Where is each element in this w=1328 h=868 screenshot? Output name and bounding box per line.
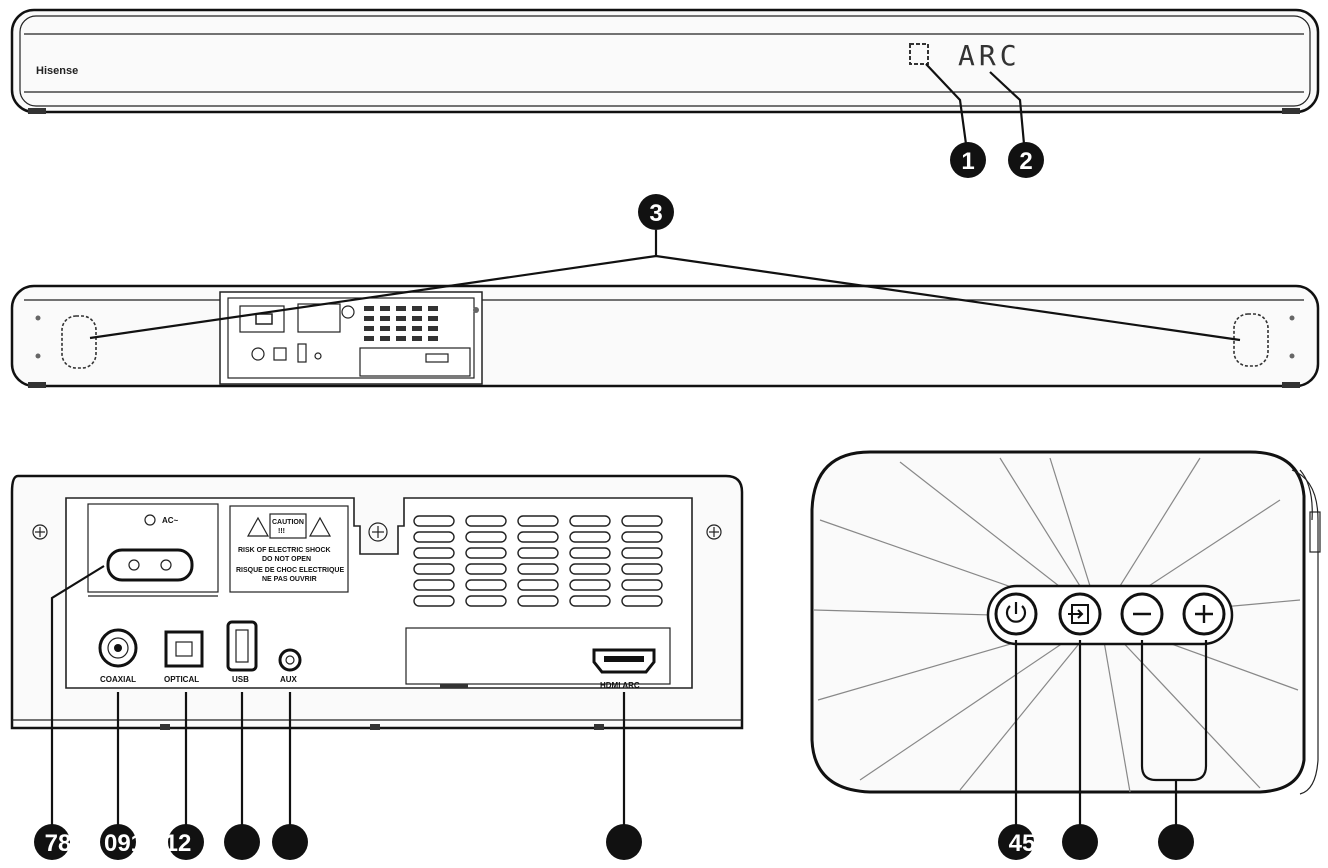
svg-text:78: 78: [45, 830, 72, 857]
connector-panel-mini: [219, 291, 483, 385]
plus-icon: [1195, 605, 1213, 623]
wall-mount-slot-right: [1233, 313, 1269, 367]
soundbar-front-view: Hisense ARC: [10, 8, 1320, 145]
volume-up-button[interactable]: [1182, 592, 1226, 636]
hdmi-arc-port[interactable]: [592, 648, 656, 674]
power-button[interactable]: [994, 592, 1038, 636]
callout-12: 12: [165, 824, 204, 860]
optical-label: OPTICAL: [164, 675, 199, 684]
svg-text:RISK OF ELECTRIC SHOCK: RISK OF ELECTRIC SHOCK: [238, 547, 331, 554]
callout-1: 1: [950, 142, 986, 178]
side-control-panel: [810, 450, 1321, 826]
usb-port[interactable]: [226, 620, 258, 672]
aux-label: AUX: [280, 675, 298, 684]
svg-text:2: 2: [1019, 148, 1032, 175]
ac-power-inlet[interactable]: [106, 548, 194, 582]
callout-091: 091: [100, 824, 144, 860]
svg-text:3: 3: [649, 200, 662, 227]
callout-78: 78: [34, 824, 71, 860]
input-source-button[interactable]: [1058, 592, 1102, 636]
input-source-icon: [1068, 604, 1089, 624]
aux-port[interactable]: [278, 648, 302, 672]
svg-text:CAUTION: CAUTION: [272, 519, 304, 526]
callout-aux: [272, 824, 308, 860]
callout-source: [1062, 824, 1098, 860]
callout-usb: [224, 824, 260, 860]
callout-3: 3: [638, 194, 674, 230]
coaxial-port[interactable]: [98, 628, 138, 668]
status-indicator: [909, 43, 929, 65]
brand-logo: Hisense: [36, 65, 78, 77]
callout-hdmi: [606, 824, 642, 860]
power-icon: [1005, 602, 1027, 623]
wall-mount-slot-left: [61, 315, 97, 369]
svg-text:RISQUE DE CHOC ELECTRIQUE: RISQUE DE CHOC ELECTRIQUE: [236, 567, 344, 574]
svg-text:091: 091: [104, 830, 144, 857]
svg-text:12: 12: [165, 830, 192, 857]
coaxial-label: COAXIAL: [100, 675, 136, 684]
svg-text:45: 45: [1009, 830, 1036, 857]
svg-text:NE PAS OUVRIR: NE PAS OUVRIR: [262, 576, 317, 583]
soundbar-back-view: [10, 230, 1320, 388]
volume-down-button[interactable]: [1120, 592, 1164, 636]
hdmi-arc-label: HDMI ARC: [600, 681, 640, 690]
vent-grille: [413, 515, 663, 607]
warning-label: CAUTION !!! RISK OF ELECTRIC SHOCK DO NO…: [229, 505, 349, 593]
display-panel: ARC: [958, 39, 1021, 72]
svg-text:DO NOT OPEN: DO NOT OPEN: [262, 556, 311, 563]
callout-volume: [1158, 824, 1194, 860]
svg-text:!!!: !!!: [278, 528, 285, 535]
screw-icon: [368, 522, 388, 542]
callout-2: 2: [1008, 142, 1044, 178]
usb-label: USB: [232, 675, 249, 684]
screw-icon: [32, 524, 48, 540]
rear-panel-closeup: AC~ CAUTION !!! RISK OF ELECTRIC SHOCK D…: [10, 474, 744, 826]
svg-text:1: 1: [961, 148, 974, 175]
ac-label: AC~: [162, 516, 179, 525]
callout-45: 45: [998, 824, 1035, 860]
optical-port[interactable]: [164, 630, 204, 668]
screw-icon: [706, 524, 722, 540]
